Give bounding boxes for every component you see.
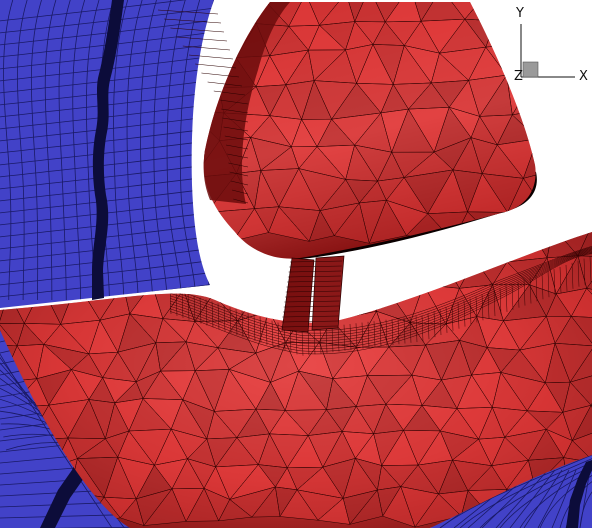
- body-left-flank: [203, 2, 290, 204]
- red-body-upper: [157, 2, 537, 259]
- blue-dark-band-upper: [92, 0, 124, 300]
- axis-origin-marker: [522, 61, 539, 78]
- z-axis-label: Z: [514, 69, 523, 84]
- support-struts: [280, 255, 345, 333]
- axes-triad: [520, 24, 575, 78]
- x-axis-label: X: [579, 69, 588, 84]
- y-axis-label: Y: [516, 6, 524, 21]
- blue-wall-mesh-upper: [0, 0, 214, 308]
